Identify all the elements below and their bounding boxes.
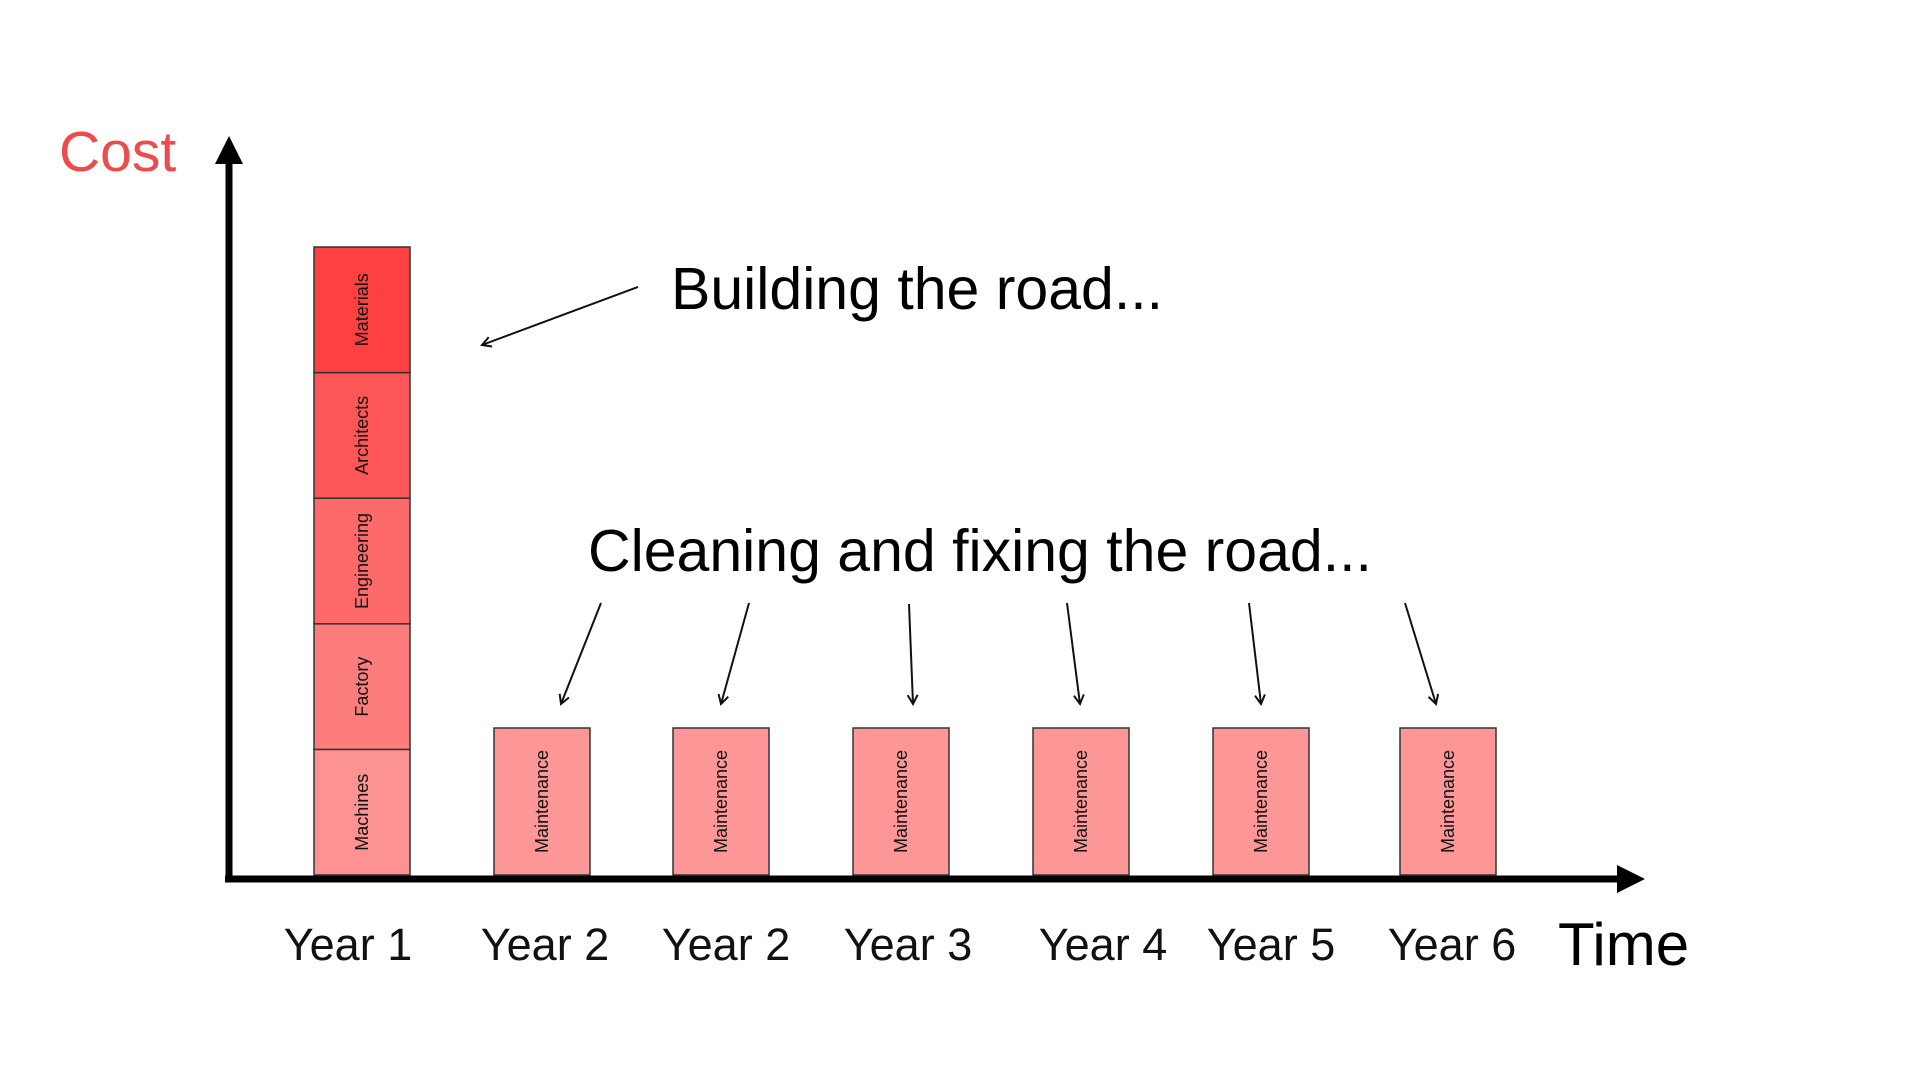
maintenance-bar-label: Maintenance — [891, 750, 911, 853]
maintenance-bar — [1212, 727, 1310, 876]
year-label: Year 2 — [481, 919, 609, 970]
year-labels: Year 1 Year 2 Year 2 Year 3 Year 4 Year 5 Year… — [284, 919, 1516, 970]
maintenance-bar — [1399, 727, 1497, 876]
maintenance-bar-label: Maintenance — [711, 750, 731, 853]
build-segment-materials — [313, 246, 411, 374]
year-label: Year 4 — [1039, 919, 1167, 970]
maintenance-bar — [1032, 727, 1130, 876]
build-segment-label: Materials — [352, 273, 372, 346]
maintenance-bar — [852, 727, 950, 876]
maintenance-bar-label: Maintenance — [1251, 750, 1271, 853]
build-segment-label: Machines — [352, 774, 372, 851]
x-axis-arrowhead — [1617, 865, 1645, 893]
build-segment-engineering — [313, 497, 411, 625]
y-axis-arrowhead — [215, 136, 243, 164]
year-label: Year 5 — [1207, 919, 1335, 970]
year-1-build-cost-bar: Machines Factory Engineering Architects Mate… — [313, 246, 411, 876]
maintenance-pointer-arrow — [1066, 602, 1080, 704]
maintenance-bar — [493, 727, 591, 876]
maintenance-bars: Maintenance Maintenance Maintenance Mainten… — [493, 727, 1497, 876]
year-label: Year 6 — [1388, 919, 1516, 970]
maintenance-pointer-arrow — [1248, 602, 1261, 704]
year-label: Year 2 — [662, 919, 790, 970]
maintenance-bar-label: Maintenance — [1071, 750, 1091, 853]
maintenance-bar — [672, 727, 770, 876]
building-annotation: Building the road... — [671, 256, 1163, 322]
maintenance-pointer-arrow — [721, 602, 750, 704]
build-segment-machines — [313, 748, 411, 876]
build-segment-label: Engineering — [352, 513, 372, 609]
build-segment-label: Factory — [352, 657, 372, 717]
maintenance-pointer-arrow — [909, 603, 913, 704]
year-label: Year 1 — [284, 919, 412, 970]
build-segment-label: Architects — [352, 396, 372, 475]
year-label: Year 3 — [844, 919, 972, 970]
maintenance-bar-label: Maintenance — [1438, 750, 1458, 853]
maintenance-pointer-arrow — [1404, 602, 1436, 704]
build-segment-architects — [313, 371, 411, 499]
y-axis-title: Cost — [59, 120, 176, 184]
x-axis-title: Time — [1558, 911, 1689, 978]
maintenance-pointer-arrow — [561, 602, 602, 704]
maintenance-bar-label: Maintenance — [532, 750, 552, 853]
maintenance-annotation: Cleaning and fixing the road... — [588, 518, 1372, 584]
building-pointer-arrow — [482, 286, 639, 345]
